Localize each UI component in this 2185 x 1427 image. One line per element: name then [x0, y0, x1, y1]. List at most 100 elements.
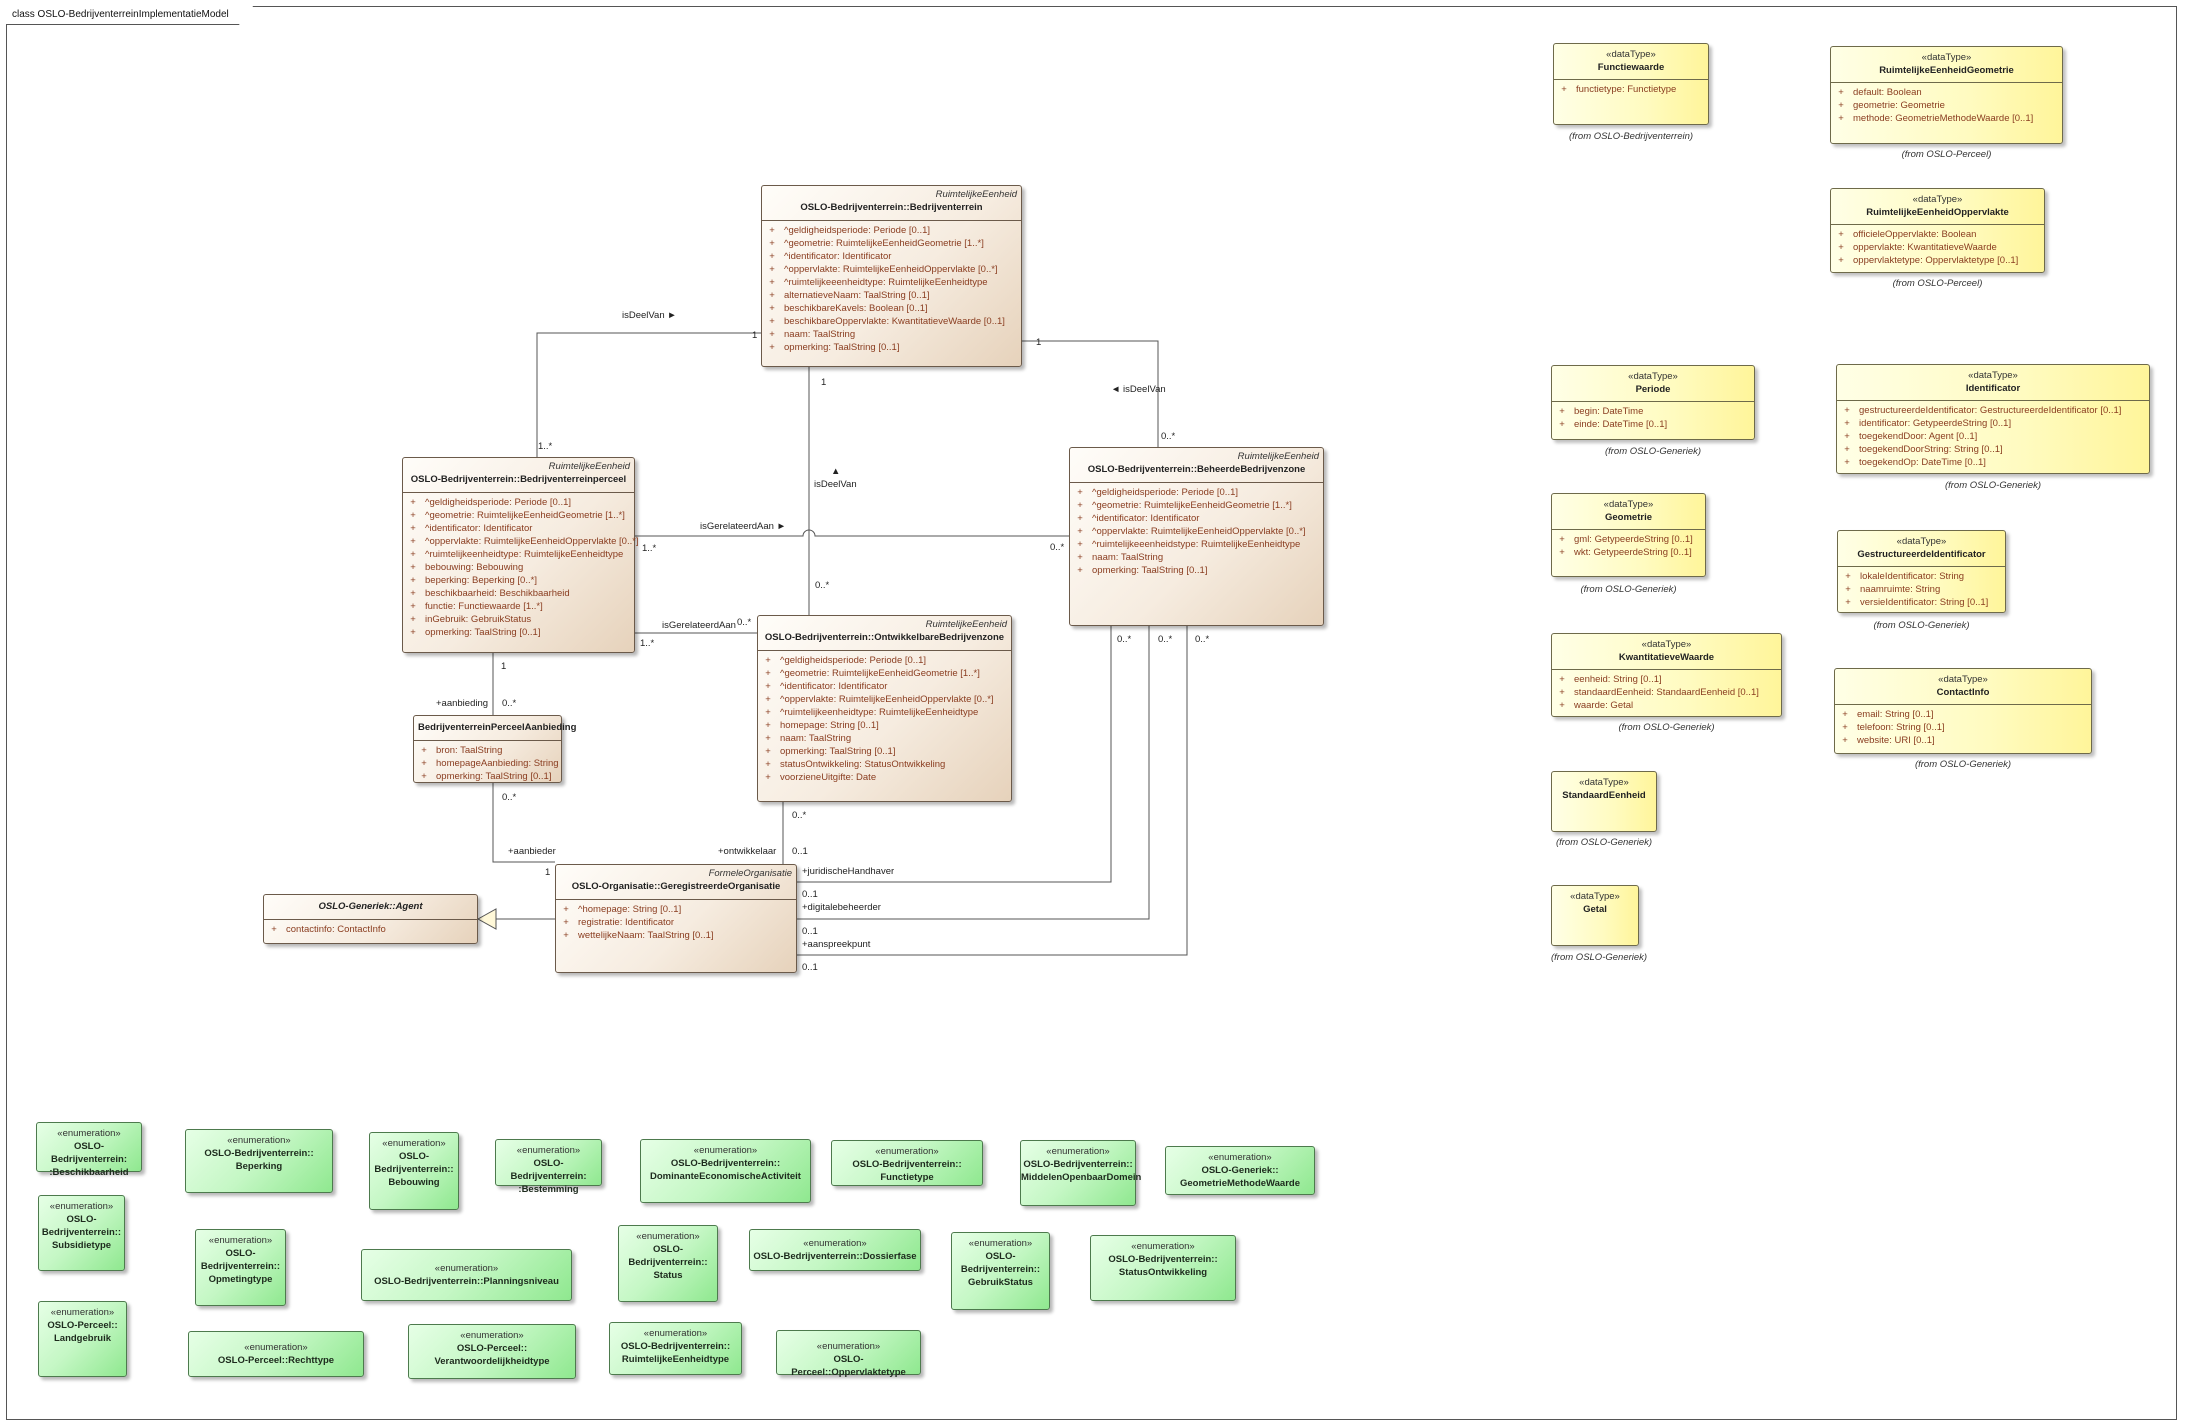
association-aanspreekpunt[interactable] [797, 626, 1188, 956]
enumeration-osloperceelverantwoordelijkheidtype[interactable]: «enumeration»OSLO-Perceel::Verantwoordel… [408, 1324, 576, 1379]
attribute-text: ^homepage: String [0..1] [578, 904, 682, 915]
attribute-row: +waarde: Getal [1552, 699, 1781, 712]
enumeration-name-line: Functietype [880, 1172, 934, 1183]
enumeration-name-line: OSLO-Bedrijventerrein:: [670, 1158, 781, 1169]
attribute-list: +^geldigheidsperiode: Periode [0..1]+^ge… [1070, 483, 1323, 577]
enumeration-oslobedrijventerreingebruikstatus[interactable]: «enumeration»OSLO-Bedrijventerrein::Gebr… [951, 1232, 1050, 1310]
enumeration-oslobedrijventerreinmiddelenopenbaardomein[interactable]: «enumeration»OSLO-Bedrijventerrein::Midd… [1020, 1140, 1141, 1206]
attribute-row: +inGebruik: GebruikStatus [403, 613, 634, 626]
datatype-kwantitatievewaarde[interactable]: «dataType»KwantitatieveWaarde+eenheid: S… [1551, 633, 1782, 717]
visibility-marker: + [410, 614, 416, 625]
datatype-getal[interactable]: «dataType»Getal [1551, 885, 1639, 946]
datatype-gestructureerdeidentificator[interactable]: «dataType»GestructureerdeIdentificator+l… [1837, 530, 2006, 613]
datatype-header: «dataType»StandaardEenheid [1552, 772, 1656, 807]
enumeration-oslobedrijventerreinstatusontwikkeling[interactable]: «enumeration»OSLO-Bedrijventerrein::Stat… [1090, 1235, 1236, 1301]
enumeration-stereotype: «enumeration» [244, 1342, 308, 1353]
enumeration-name-line: OSLO-Bedrijventerrein:: [852, 1159, 962, 1170]
enumeration-osloperceelrechttype[interactable]: «enumeration»OSLO-Perceel::Rechttype [188, 1331, 364, 1377]
attribute-text: versieIdentificator: String [0..1] [1860, 597, 1989, 608]
visibility-marker: + [769, 251, 775, 262]
visibility-marker: + [1838, 255, 1844, 266]
association-name-label: isDeelVan ► [622, 310, 677, 321]
visibility-marker: + [765, 655, 771, 666]
class-agent[interactable]: OSLO-Generiek::Agent+contactinfo: Contac… [263, 894, 478, 944]
enumeration-oslobedrijventerreinruimtelijkeeenheidtype[interactable]: «enumeration»OSLO-Bedrijventerrein::Ruim… [609, 1322, 742, 1375]
datatype-header: «dataType»RuimtelijkeEenheidGeometrie [1831, 47, 2062, 83]
enumeration-oslobedrijventerreinfunctietype[interactable]: «enumeration»OSLO-Bedrijventerrein::Func… [831, 1140, 983, 1186]
datatype-functiewaarde[interactable]: «dataType»Functiewaarde+functietype: Fun… [1553, 43, 1709, 125]
enumeration-name-line: OSLO-Bedrijventerrein:: [204, 1148, 314, 1159]
datatype-ruimtelijkeeenheidoppervlakte[interactable]: «dataType»RuimtelijkeEenheidOppervlakte+… [1830, 188, 2045, 273]
enumeration-oslobedrijventerreinbeperking[interactable]: «enumeration»OSLO-Bedrijventerrein::Bepe… [185, 1129, 333, 1193]
datatype-contactinfo[interactable]: «dataType»ContactInfo+email: String [0..… [1834, 668, 2092, 754]
attribute-text: geometrie: Geometrie [1853, 100, 1945, 111]
attribute-text: default: Boolean [1853, 87, 1922, 98]
datatype-geometrie[interactable]: «dataType»Geometrie+gml: GetypeerdeStrin… [1551, 493, 1706, 577]
attribute-text: toegekendDoorString: String [0..1] [1859, 444, 2003, 455]
enumeration-name-line: OSLO-Generiek:: [1201, 1165, 1279, 1176]
multiplicity-label: 0..* [1158, 634, 1173, 645]
multiplicity-label: 1 [821, 377, 827, 388]
attribute-text: naam: TaalString [780, 733, 852, 744]
role-label: +juridischeHandhaver [802, 866, 895, 877]
visibility-marker: + [1077, 526, 1083, 537]
visibility-marker: + [1559, 687, 1565, 698]
attribute-text: opmerking: TaalString [0..1] [1092, 565, 1208, 576]
attribute-text: beschikbareKavels: Boolean [0..1] [784, 303, 928, 314]
datatype-periode[interactable]: «dataType»Periode+begin: DateTime+einde:… [1551, 365, 1755, 440]
attribute-row: +registratie: Identificator [556, 916, 796, 929]
enumeration-oslobedrijventerreinplanningsniveau[interactable]: «enumeration»OSLO-Bedrijventerrein::Plan… [361, 1249, 572, 1301]
enumeration-stereotype: «enumeration» [382, 1138, 446, 1149]
enumeration-stereotype: «enumeration» [434, 1263, 499, 1274]
enumeration-oslobedrijventerreindossierfase[interactable]: «enumeration»OSLO-Bedrijventerrein::Doss… [749, 1229, 921, 1271]
enumeration-oslobedrijventerreindominanteeconomischeactiviteit[interactable]: «enumeration»OSLO-Bedrijventerrein::Domi… [640, 1139, 811, 1203]
datatype-standaardeenheid[interactable]: «dataType»StandaardEenheid [1551, 771, 1657, 832]
enumeration-osloperceeloppervlaktetype[interactable]: «enumeration»OSLO-Perceel::Oppervlaktety… [776, 1330, 921, 1378]
visibility-marker: + [769, 316, 775, 327]
visibility-marker: + [765, 668, 771, 679]
visibility-marker: + [765, 733, 771, 744]
datatype-identificator[interactable]: «dataType»Identificator+gestructureerdeI… [1836, 364, 2150, 474]
datatype-stereotype: «dataType» [1570, 891, 1620, 902]
enumeration-oslobedrijventerreinbeschikbaarheid[interactable]: «enumeration»OSLO-Bedrijventerrein::Besc… [36, 1122, 142, 1178]
enumeration-oslogeneriekgeometriemethodewaarde[interactable]: «enumeration»OSLO-Generiek::GeometrieMet… [1165, 1146, 1315, 1195]
attribute-row: +default: Boolean [1831, 86, 2062, 99]
attribute-text: gml: GetypeerdeString [0..1] [1574, 534, 1693, 545]
enumeration-stereotype: «enumeration» [516, 1145, 581, 1156]
association-juridischehandhaver[interactable] [797, 626, 1112, 883]
visibility-marker: + [1077, 565, 1083, 576]
attribute-row: +^ruimtelijkeenheidtype: RuimtelijkeEenh… [403, 548, 634, 561]
datatype-origin-note: (from OSLO-Perceel) [1901, 149, 1992, 160]
association-digitalebeheerder[interactable] [797, 626, 1150, 920]
attribute-row: +^geldigheidsperiode: Periode [0..1] [762, 224, 1021, 237]
association-isgerelateerdaan-beheerde[interactable] [635, 529, 1069, 537]
class-header: BedrijventerreinPerceelAanbieding [414, 716, 576, 741]
enumeration-oslobedrijventerreinbestemming[interactable]: «enumeration»OSLO-Bedrijventerrein::Best… [495, 1139, 602, 1195]
enumeration-stereotype: «enumeration» [803, 1238, 867, 1249]
enumeration-oslobedrijventerreinbebouwing[interactable]: «enumeration»OSLO-Bedrijventerrein::Bebo… [369, 1132, 459, 1210]
class-perceelaanbieding[interactable]: BedrijventerreinPerceelAanbieding+bron: … [413, 715, 576, 783]
attribute-text: ^oppervlakte: RuimtelijkeEenheidOppervla… [1092, 526, 1306, 537]
datatype-name: KwantitatieveWaarde [1618, 652, 1715, 663]
visibility-marker: + [769, 264, 775, 275]
attribute-row: +begin: DateTime [1552, 405, 1754, 418]
enumeration-name-line: DominanteEconomischeActiviteit [650, 1171, 801, 1182]
attribute-text: toegekendOp: DateTime [0..1] [1859, 457, 1986, 468]
enumeration-oslobedrijventerreinstatus[interactable]: «enumeration»OSLO-Bedrijventerrein::Stat… [618, 1225, 718, 1302]
enumeration-oslobedrijventerreinopmetingtype[interactable]: «enumeration»OSLO-Bedrijventerrein::Opme… [195, 1229, 286, 1306]
association-aanbieder[interactable] [492, 783, 555, 863]
association-isdeelvan-perceel[interactable] [536, 332, 761, 457]
datatype-stereotype: «dataType» [1579, 777, 1629, 788]
datatype-ruimtelijkeeenheidgeometrie[interactable]: «dataType»RuimtelijkeEenheidGeometrie +de… [1830, 46, 2063, 144]
association-isdeelvan-beheerde[interactable] [1022, 340, 1159, 447]
attribute-row: +statusOntwikkeling: StatusOntwikkeling [758, 758, 1011, 771]
enumeration-osloperceellandgebruik[interactable]: «enumeration»OSLO-Perceel::Landgebruik [38, 1301, 127, 1377]
attribute-row: +naam: TaalString [1070, 551, 1323, 564]
enumeration-oslobedrijventerreinsubsidietype[interactable]: «enumeration»OSLO-Bedrijventerrein::Subs… [38, 1195, 125, 1271]
